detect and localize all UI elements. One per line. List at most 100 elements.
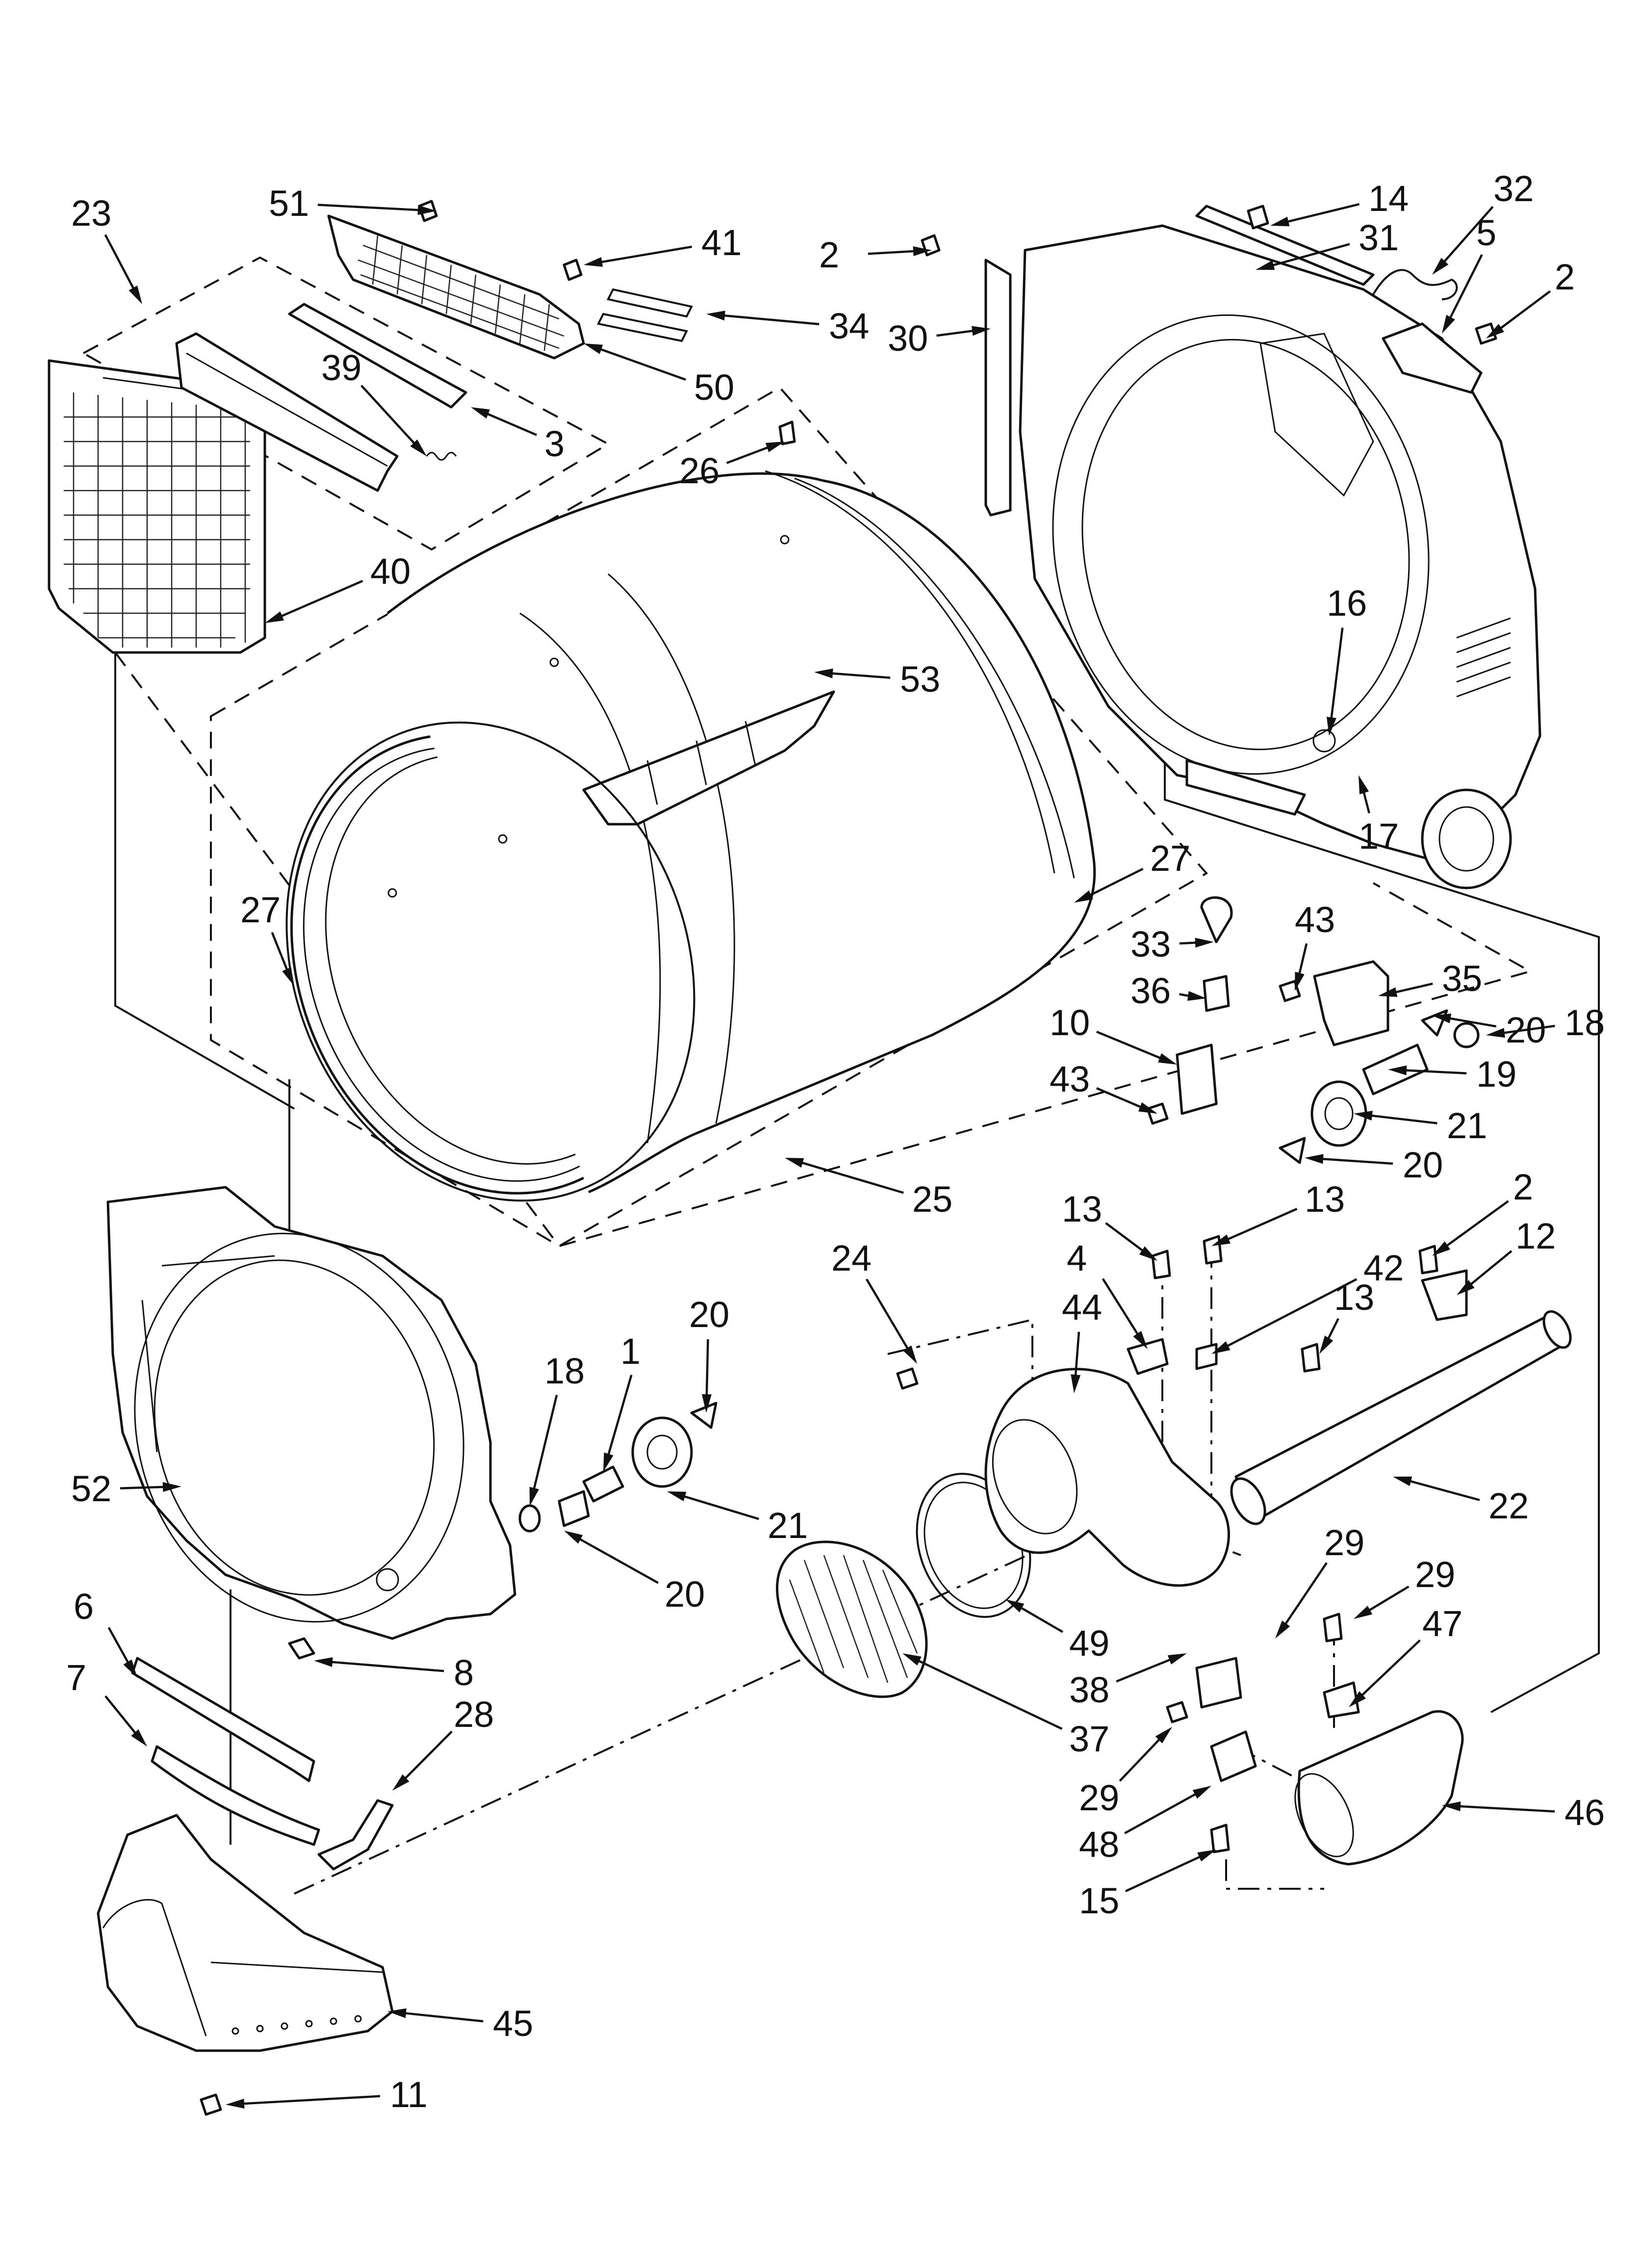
arrowhead-c-20c <box>701 1394 712 1413</box>
callout-label-c-3: 3 <box>544 423 564 464</box>
leader-c-6 <box>107 1627 131 1666</box>
leader-c-10 <box>1096 1030 1164 1061</box>
leader-c-18b <box>532 1394 558 1492</box>
callout-label-c-28: 28 <box>454 1694 494 1735</box>
leader-c-15 <box>1125 1854 1204 1893</box>
leader-c-41 <box>598 245 693 264</box>
leader-c-21a <box>1368 1114 1437 1124</box>
arrowhead-c-45 <box>387 2008 407 2018</box>
callout-label-c-17: 17 <box>1359 816 1399 857</box>
leader-c-2b <box>1497 290 1551 331</box>
callout-label-c-27a: 27 <box>1150 838 1190 879</box>
callout-label-c-46: 46 <box>1565 1792 1605 1833</box>
callout-label-c-13b: 13 <box>1305 1179 1345 1220</box>
callout-label-c-12: 12 <box>1515 1216 1556 1256</box>
leader-c-20c <box>705 1339 709 1399</box>
callout-label-c-35: 35 <box>1442 958 1482 999</box>
arrowhead-c-27b <box>282 967 294 986</box>
leader-c-22 <box>1407 1479 1480 1501</box>
callout-label-c-2a: 2 <box>819 235 839 275</box>
callout-label-c-42: 42 <box>1363 1248 1404 1288</box>
bracket-5 <box>1382 322 1483 394</box>
callout-label-c-20d: 20 <box>665 1574 705 1615</box>
callout-label-c-39: 39 <box>321 347 361 388</box>
arrowhead-c-24 <box>903 1345 917 1364</box>
arrowhead-c-22 <box>1393 1476 1412 1486</box>
leader-c-48 <box>1124 1791 1199 1834</box>
arrowhead-c-18b <box>529 1486 539 1506</box>
leader-c-24 <box>865 1278 910 1352</box>
arrowhead-c-41 <box>584 257 603 267</box>
arrowhead-c-12 <box>1457 1280 1475 1295</box>
arrowhead-c-4 <box>1133 1330 1148 1349</box>
arrowhead-c-38 <box>1167 1653 1187 1665</box>
callout-label-c-33: 33 <box>1130 924 1171 965</box>
arrowhead-c-2c <box>1432 1241 1451 1256</box>
arrowhead-c-2b <box>1486 324 1504 339</box>
front-glides <box>131 1657 394 1871</box>
lower-lint-duct <box>97 1814 394 2052</box>
arrowhead-c-18a <box>1486 1028 1505 1038</box>
callout-label-c-13c: 13 <box>1334 1277 1374 1318</box>
callout-label-c-26: 26 <box>679 450 719 491</box>
leader-c-21b <box>681 1494 759 1520</box>
callout-label-c-49: 49 <box>1069 1623 1109 1664</box>
fasteners <box>200 200 1497 2116</box>
leader-c-38 <box>1116 1657 1174 1683</box>
leader-c-32 <box>1441 206 1494 265</box>
leader-c-47 <box>1359 1639 1421 1698</box>
callout-label-c-20c: 20 <box>689 1294 729 1335</box>
callout-label-c-11: 11 <box>390 2074 428 2115</box>
leader-c-43a <box>1297 943 1308 977</box>
callout-label-c-30: 30 <box>888 318 928 359</box>
arrowhead-c-11 <box>226 2098 245 2109</box>
callout-label-c-41: 41 <box>701 222 742 263</box>
arrowhead-c-29b <box>1354 1606 1373 1619</box>
arrowhead-c-14 <box>1270 216 1290 227</box>
arrowhead-c-42 <box>1211 1341 1231 1354</box>
arrowhead-c-27a <box>1074 890 1093 903</box>
arrowhead-c-13b <box>1211 1234 1231 1246</box>
leader-c-20b <box>1319 1157 1393 1165</box>
arrowhead-c-10 <box>1157 1053 1177 1065</box>
leader-c-4 <box>1102 1278 1141 1338</box>
arrowhead-c-49 <box>1005 1599 1025 1613</box>
leader-c-46 <box>1456 1805 1555 1813</box>
callout-label-c-21b: 21 <box>768 1505 808 1546</box>
callout-label-c-40: 40 <box>370 551 410 592</box>
callout-label-c-31: 31 <box>1359 217 1399 258</box>
callout-label-c-48: 48 <box>1079 1824 1119 1865</box>
foam-strips <box>597 288 693 342</box>
leader-c-8 <box>328 1661 444 1672</box>
leader-c-28 <box>402 1730 453 1782</box>
callout-label-c-44: 44 <box>1062 1287 1102 1328</box>
leader-c-42 <box>1224 1278 1358 1349</box>
callout-label-c-45: 45 <box>493 2003 533 2044</box>
callout-label-c-21a: 21 <box>1447 1105 1487 1146</box>
leader-c-23 <box>104 234 136 292</box>
arrowhead-c-16 <box>1326 717 1336 736</box>
arrowhead-c-28 <box>392 1774 410 1791</box>
callout-label-c-29a: 29 <box>1324 1522 1364 1563</box>
leader-c-37 <box>915 1658 1063 1730</box>
callout-label-c-22: 22 <box>1488 1486 1529 1526</box>
callout-label-c-53: 53 <box>900 659 940 700</box>
arrowhead-c-34 <box>706 311 725 321</box>
bulkhead-support <box>984 259 1012 517</box>
front-bulkhead <box>106 1186 516 1640</box>
arrowhead-c-2a <box>913 246 932 256</box>
callout-label-c-13a: 13 <box>1062 1189 1102 1229</box>
callout-label-c-8: 8 <box>454 1652 474 1693</box>
blower-housing <box>984 1368 1230 1587</box>
leader-c-5 <box>1448 254 1483 321</box>
arrowhead-c-36 <box>1187 991 1206 1001</box>
leader-c-29a <box>1283 1562 1328 1627</box>
wire-harness <box>1372 269 1458 300</box>
callout-label-c-36: 36 <box>1130 970 1171 1011</box>
leader-c-17 <box>1361 789 1370 813</box>
arrowhead-c-20a <box>1432 1014 1452 1023</box>
arrowhead-c-8 <box>314 1657 333 1667</box>
arrowhead-c-15 <box>1197 1850 1216 1862</box>
arrowhead-c-7 <box>131 1729 147 1747</box>
